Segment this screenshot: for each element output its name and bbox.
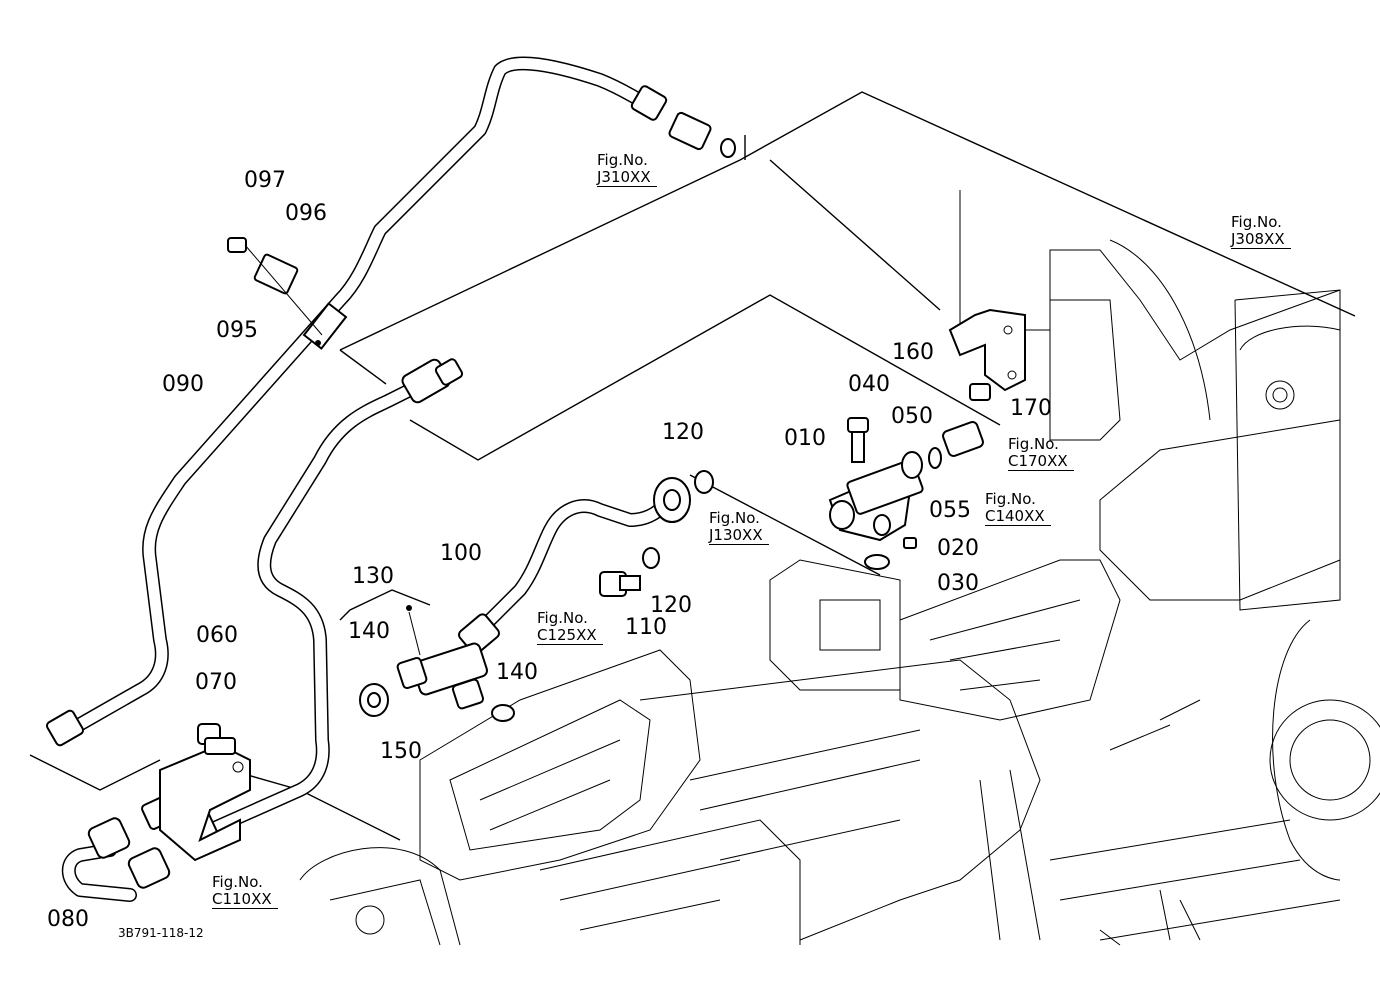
figref-code: C140XX <box>985 508 1051 526</box>
part-label-150[interactable]: 150 <box>380 739 422 764</box>
figref-code: J308XX <box>1231 231 1291 249</box>
figref-code: J310XX <box>597 169 657 187</box>
guide-lines <box>29 91 1356 841</box>
part-label-160[interactable]: 160 <box>892 340 934 365</box>
part-label-060[interactable]: 060 <box>196 623 238 648</box>
part-label-095[interactable]: 095 <box>216 318 258 343</box>
valve-block-010 <box>599 417 984 597</box>
part-label-170[interactable]: 170 <box>1010 396 1052 421</box>
bracket-160 <box>948 308 1026 401</box>
part-label-110[interactable]: 110 <box>625 615 667 640</box>
part-label-050[interactable]: 050 <box>891 404 933 429</box>
part-label-100[interactable]: 100 <box>440 541 482 566</box>
figref-code: J130XX <box>709 527 769 545</box>
part-label-080[interactable]: 080 <box>47 907 89 932</box>
figref-code: C125XX <box>537 627 603 645</box>
figref-label: Fig.No. <box>709 509 760 527</box>
part-label-120[interactable]: 120 <box>662 420 704 445</box>
diagram-reference-number: 3B791-118-12 <box>118 926 204 940</box>
part-label-140[interactable]: 140 <box>348 619 390 644</box>
figref-label: Fig.No. <box>1008 435 1059 453</box>
figref-j310[interactable]: Fig.No. J310XX <box>597 152 657 187</box>
part-label-140[interactable]: 140 <box>496 660 538 685</box>
part-label-055[interactable]: 055 <box>929 498 971 523</box>
tube-090 <box>45 56 668 747</box>
fittings-080-070 <box>61 723 251 902</box>
part-label-130[interactable]: 130 <box>352 564 394 589</box>
part-label-010[interactable]: 010 <box>784 426 826 451</box>
figref-label: Fig.No. <box>1231 213 1282 231</box>
part-label-097[interactable]: 097 <box>244 168 286 193</box>
part-label-030[interactable]: 030 <box>937 571 979 596</box>
figref-c110[interactable]: Fig.No. C110XX <box>212 874 278 909</box>
figref-label: Fig.No. <box>537 609 588 627</box>
tube-060 <box>203 358 464 837</box>
part-label-070[interactable]: 070 <box>195 670 237 695</box>
figref-label: Fig.No. <box>597 151 648 169</box>
figref-j308[interactable]: Fig.No. J308XX <box>1231 214 1291 249</box>
figref-c125[interactable]: Fig.No. C125XX <box>537 610 603 645</box>
part-label-096[interactable]: 096 <box>285 201 327 226</box>
check-valve-130 <box>339 589 515 722</box>
part-label-120[interactable]: 120 <box>650 593 692 618</box>
clamp-096-097 <box>227 111 736 336</box>
transmission-housing <box>639 190 1380 946</box>
figref-label: Fig.No. <box>212 873 263 891</box>
figref-label: Fig.No. <box>985 490 1036 508</box>
part-label-040[interactable]: 040 <box>848 372 890 397</box>
figref-j130[interactable]: Fig.No. J130XX <box>709 510 769 545</box>
figref-code: C170XX <box>1008 453 1074 471</box>
figref-code: C110XX <box>212 891 278 909</box>
figref-c170[interactable]: Fig.No. C170XX <box>1008 436 1074 471</box>
part-label-020[interactable]: 020 <box>937 536 979 561</box>
part-label-090[interactable]: 090 <box>162 372 204 397</box>
figref-c140[interactable]: Fig.No. C140XX <box>985 491 1051 526</box>
gear-case <box>299 649 801 946</box>
tube-100 <box>458 470 714 655</box>
